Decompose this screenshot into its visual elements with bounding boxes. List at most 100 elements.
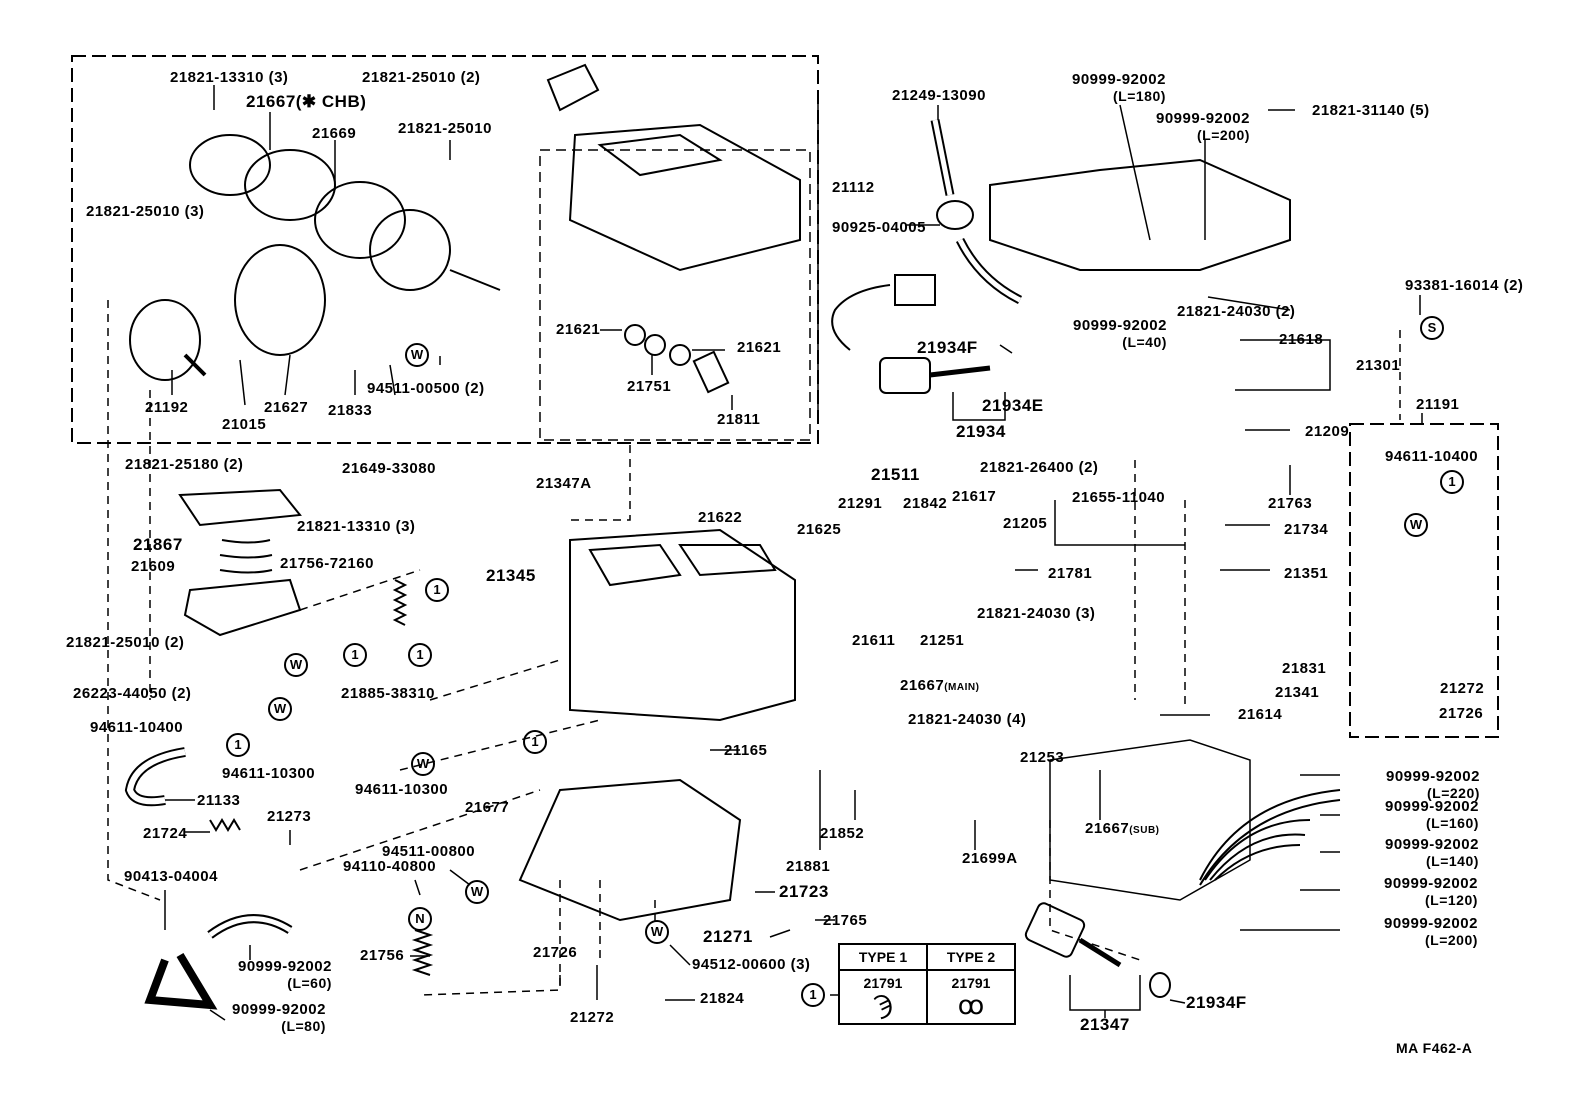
part-label: 90999-92002(L=140) (1385, 836, 1479, 870)
hose-part-number: 90999-92002 (1385, 836, 1479, 853)
part-label: 21667(✱ CHB) (246, 92, 367, 111)
throttle-body-drawing (568, 123, 801, 272)
legend-type1-part: 21791 (863, 975, 903, 991)
part-label: 21811 (717, 411, 761, 428)
hose-length: (L=200) (1425, 932, 1478, 948)
legend-type1-header: TYPE 1 (838, 943, 928, 971)
part-label: 21821-25010 (2) (66, 634, 185, 651)
legend-type2-header: TYPE 2 (926, 943, 1016, 971)
washer-marker: W (405, 343, 429, 367)
clip-ref-marker: 1 (343, 643, 367, 667)
legend-type1-cell: 21791 Ϡ (838, 969, 928, 1025)
part-label: 93381-16014 (2) (1405, 277, 1524, 294)
part-label: 90999-92002(L=180) (1072, 71, 1166, 105)
flange-21165-drawing (518, 778, 742, 922)
part-label: 21301 (1356, 357, 1401, 374)
hose-length: (L=220) (1427, 785, 1480, 801)
part-label: 21618 (1279, 331, 1324, 348)
part-label: 21934F (917, 338, 978, 357)
hose-part-number: 90999-92002 (1385, 798, 1479, 815)
part-number: 21667 (900, 677, 945, 694)
part-label: 90413-04004 (124, 868, 218, 885)
hose-length: (L=160) (1426, 815, 1479, 831)
part-label: 21726 (1439, 705, 1484, 722)
part-label: 21133 (197, 792, 241, 809)
part-label: 90999-92002(L=160) (1385, 798, 1479, 832)
part-label: 21763 (1268, 495, 1313, 512)
hose-part-number: 90999-92002 (1072, 71, 1166, 88)
part-label: 21821-25010 (3) (86, 203, 205, 220)
cover-21627-drawing (234, 244, 326, 356)
part-label: 21165 (724, 742, 768, 759)
part-label: 21934 (956, 422, 1006, 441)
part-label: 21833 (328, 402, 373, 419)
pulloff-21609-drawing (183, 578, 302, 637)
hose-part-number: 90999-92002 (1156, 110, 1250, 127)
throttle-dashed (539, 149, 811, 441)
part-label: 21821-13310 (3) (297, 518, 416, 535)
part-number: 21667 (1085, 820, 1130, 837)
part-label: 21621 (737, 339, 782, 356)
part-label: 21272 (1440, 680, 1485, 697)
part-label: 94611-10400 (1385, 448, 1479, 465)
part-label: 21621 (556, 321, 601, 338)
part-label: 21609 (131, 558, 176, 575)
part-label: 21272 (570, 1009, 615, 1026)
part-label: 94512-00600 (3) (692, 956, 811, 973)
part-label: 21649-33080 (342, 460, 436, 477)
solenoid-21934-drawing (831, 274, 991, 394)
hose-part-number: 90999-92002 (232, 1001, 326, 1018)
nut-marker: N (408, 907, 432, 931)
part-label: 21885-38310 (341, 685, 435, 702)
hose-length: (L=120) (1425, 892, 1478, 908)
part-label: 21655-11040 (1072, 489, 1166, 506)
part-label: 21724 (143, 825, 188, 842)
solenoid-21347-drawing (1024, 902, 1086, 958)
part-label: 21015 (222, 416, 267, 433)
part-label: 21821-26400 (2) (980, 459, 1099, 476)
hose-length: (L=40) (1122, 334, 1167, 350)
part-label: 21249-13090 (892, 87, 986, 104)
washer-marker: W (1404, 513, 1428, 537)
part-label: 21253 (1020, 749, 1065, 766)
part-label: 21191 (1416, 396, 1460, 413)
part-label: 21824 (700, 990, 745, 1007)
part-label: 21291 (838, 495, 883, 512)
part-label: 21934F (1186, 993, 1247, 1012)
hose-part-number: 90999-92002 (1386, 768, 1480, 785)
choke-housing-drawing (189, 134, 501, 291)
hose-length: (L=200) (1197, 127, 1250, 143)
part-label: 21345 (486, 566, 536, 585)
part-label: 21347A (536, 475, 592, 492)
part-label: 90999-92002(L=80) (232, 1001, 326, 1035)
part-label: 21271 (703, 927, 753, 946)
part-label: 21617 (952, 488, 997, 505)
part-label: 21622 (698, 509, 743, 526)
part-label: 21831 (1282, 660, 1327, 677)
part-label: 21351 (1284, 565, 1329, 582)
part-label: 26223-44050 (2) (73, 685, 192, 702)
hose-part-number: 90999-92002 (238, 958, 332, 975)
part-label: 90999-92002(L=220) (1386, 768, 1480, 802)
washer-marker: W (411, 752, 435, 776)
group-box-upper (71, 55, 819, 444)
group-box-21191 (1349, 423, 1499, 738)
part-label: 94611-10300 (222, 765, 316, 782)
hose-length: (L=140) (1426, 853, 1479, 869)
part-label: 21341 (1275, 684, 1320, 701)
part-label: 94611-10400 (90, 719, 184, 736)
diaphragm-21192-drawing (129, 299, 207, 381)
part-label: 21205 (1003, 515, 1048, 532)
part-label: 21821-24030 (3) (977, 605, 1096, 622)
gasket-drawing (546, 63, 600, 112)
part-label: 21192 (145, 399, 189, 416)
part-label: 21251 (920, 632, 965, 649)
hose-part-number: 90999-92002 (1073, 317, 1167, 334)
hose-length: (L=60) (287, 975, 332, 991)
part-label: 90925-04005 (832, 219, 926, 236)
part-label: 21112 (832, 179, 875, 196)
part-label: 21751 (627, 378, 672, 395)
part-label: 21734 (1284, 521, 1329, 538)
part-label: 21867 (133, 535, 183, 554)
